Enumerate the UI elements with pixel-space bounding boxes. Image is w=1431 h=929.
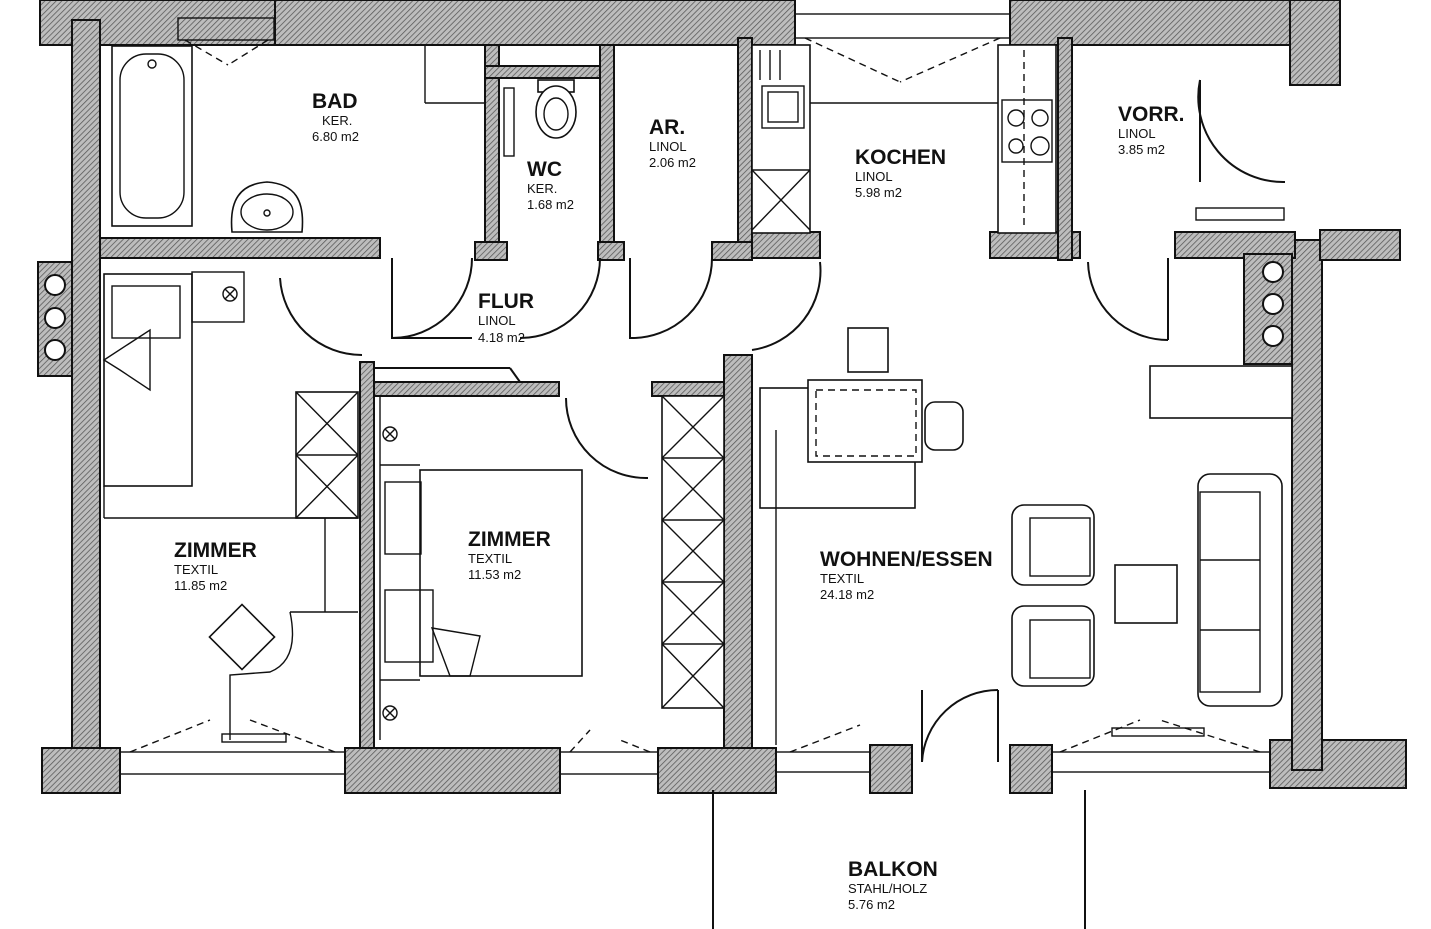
bathroom-window xyxy=(177,17,275,66)
room-floor: TEXTIL xyxy=(820,571,864,586)
room-floor: LINOL xyxy=(649,139,687,154)
lamp-icon xyxy=(222,286,238,302)
room-name: BAD xyxy=(312,90,358,113)
room-area: 1.68 m2 xyxy=(527,197,574,212)
room-name: ZIMMER xyxy=(468,528,551,551)
label-balkon: BALKON STAHL/HOLZ 5.76 m2 xyxy=(848,858,938,912)
room-area: 5.98 m2 xyxy=(855,185,902,200)
bathtub xyxy=(111,45,193,227)
room-name: VORR. xyxy=(1118,103,1185,126)
room-floor: LINOL xyxy=(478,313,516,328)
window-zimmer1 xyxy=(119,719,346,775)
room-area: 4.18 m2 xyxy=(478,330,525,345)
label-zimmer2: ZIMMER TEXTIL 11.53 m2 xyxy=(468,528,551,582)
room-area: 3.85 m2 xyxy=(1118,142,1165,157)
lamp-icon xyxy=(382,426,398,442)
room-area: 11.85 m2 xyxy=(174,578,227,593)
label-wohnen: WOHNEN/ESSEN TEXTIL 24.18 m2 xyxy=(820,548,993,602)
washbasin xyxy=(230,181,304,233)
ventilation-duct xyxy=(37,261,73,377)
room-area: 6.80 m2 xyxy=(312,129,359,144)
label-zimmer1: ZIMMER TEXTIL 11.85 m2 xyxy=(174,539,257,593)
coffee-table xyxy=(1114,564,1178,624)
room-name: AR. xyxy=(649,116,685,139)
window-zimmer2 xyxy=(559,729,659,775)
room-floor: KER. xyxy=(527,181,557,196)
ventilation-duct xyxy=(1243,253,1293,365)
window-living xyxy=(775,719,1271,773)
lamp-icon xyxy=(382,705,398,721)
room-floor: STAHL/HOLZ xyxy=(848,881,927,896)
toilet xyxy=(503,79,577,157)
room-area: 24.18 m2 xyxy=(820,587,874,602)
room-floor: TEXTIL xyxy=(174,562,218,577)
label-kochen: KOCHEN LINOL 5.98 m2 xyxy=(855,146,946,200)
door-swings xyxy=(279,257,1169,480)
room-area: 11.53 m2 xyxy=(468,567,521,582)
room-name: BALKON xyxy=(848,858,938,881)
interior-walls xyxy=(99,37,1296,749)
label-vorr: VORR. LINOL 3.85 m2 xyxy=(1118,103,1185,157)
nightstand xyxy=(191,271,245,323)
desk-zimmer1 xyxy=(208,518,358,740)
kitchen-counter xyxy=(751,44,811,234)
wardrobe-left xyxy=(295,391,359,519)
bed-zimmer2 xyxy=(379,396,583,740)
label-flur: FLUR LINOL 4.18 m2 xyxy=(478,290,534,345)
label-wc: WC KER. 1.68 m2 xyxy=(527,158,574,212)
room-area: 2.06 m2 xyxy=(649,155,696,170)
exterior-walls xyxy=(39,0,1407,794)
wardrobe-right xyxy=(661,395,725,709)
armchair xyxy=(1011,504,1095,586)
stove xyxy=(997,44,1057,234)
room-name: FLUR xyxy=(478,290,534,313)
room-floor: LINOL xyxy=(1118,126,1156,141)
label-ar: AR. LINOL 2.06 m2 xyxy=(649,116,696,170)
bed-zimmer1 xyxy=(102,273,358,519)
sideboard xyxy=(1149,365,1293,419)
room-name: ZIMMER xyxy=(174,539,257,562)
room-name: KOCHEN xyxy=(855,146,946,169)
room-area: 5.76 m2 xyxy=(848,897,895,912)
room-floor: TEXTIL xyxy=(468,551,512,566)
balcony-door xyxy=(921,688,999,763)
room-floor: KER. xyxy=(322,113,352,128)
vorr-door xyxy=(1197,79,1286,184)
kitchen-window xyxy=(794,13,1011,83)
room-name: WC xyxy=(527,158,562,181)
dining-table xyxy=(759,327,964,509)
armchair xyxy=(1011,605,1095,687)
room-floor: LINOL xyxy=(855,169,893,184)
radiator xyxy=(1195,207,1285,221)
sofa xyxy=(1197,473,1283,707)
room-name: WOHNEN/ESSEN xyxy=(820,548,993,571)
label-bad: BAD KER. 6.80 m2 xyxy=(312,90,359,144)
